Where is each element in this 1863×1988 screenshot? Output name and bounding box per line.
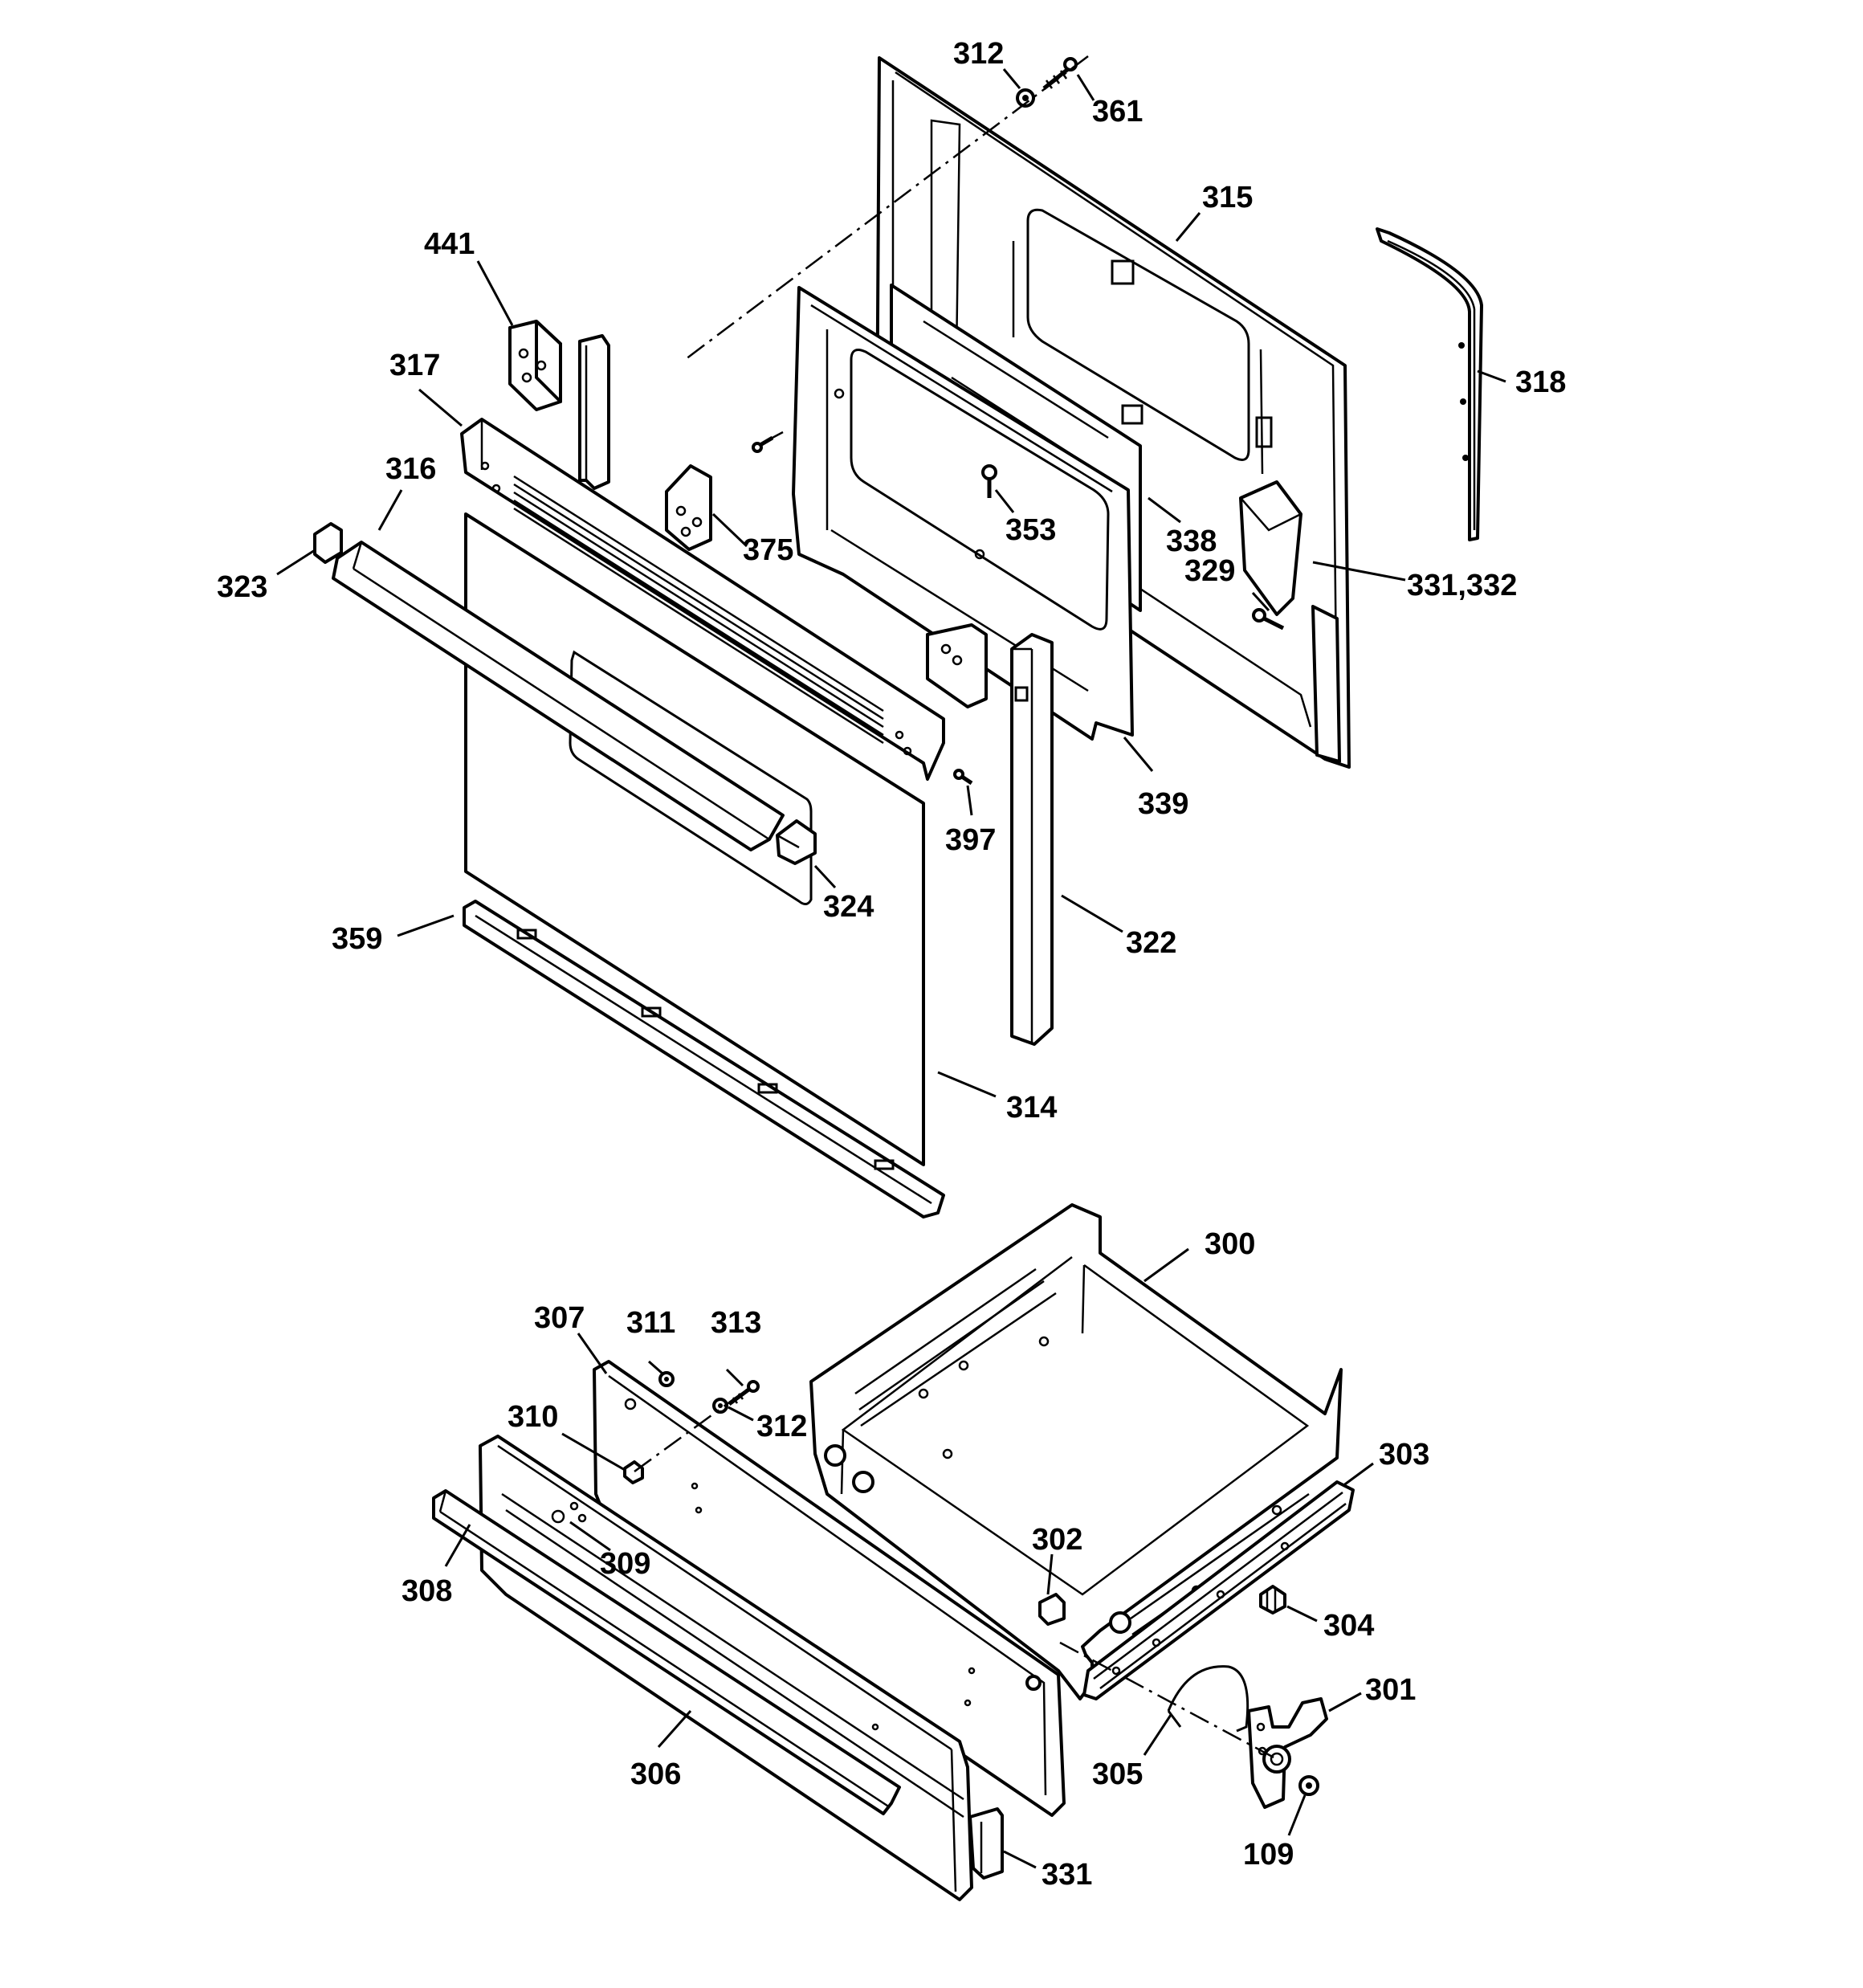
handle-end-cap-324 — [776, 819, 817, 865]
callout-309: 309 — [600, 1547, 651, 1581]
callout-301: 301 — [1365, 1673, 1417, 1707]
assembly-line-pivot — [1059, 1641, 1278, 1761]
bracket-right — [926, 623, 988, 708]
callout-314: 314 — [1006, 1091, 1058, 1125]
callout-339: 339 — [1138, 787, 1189, 821]
drawer-handle-308 — [432, 1489, 901, 1815]
window-frame-339 — [792, 286, 1134, 741]
side-gasket-318 — [1376, 227, 1483, 541]
fastener-310 — [623, 1460, 644, 1484]
callout-324: 324 — [823, 890, 874, 924]
screw-313 — [728, 1380, 760, 1406]
screw-397 — [953, 769, 973, 786]
side-strip — [578, 334, 610, 490]
nut-109 — [1298, 1775, 1319, 1796]
insulation-post-322 — [1010, 633, 1054, 1046]
vent-trim-317 — [460, 418, 945, 781]
callout-315: 315 — [1202, 181, 1254, 214]
callout-397: 397 — [945, 823, 997, 857]
callout-338: 338 — [1166, 525, 1217, 558]
callout-375: 375 — [743, 533, 794, 567]
callout-308: 308 — [402, 1574, 453, 1608]
callout-361: 361 — [1092, 95, 1143, 129]
callout-307: 307 — [534, 1301, 585, 1335]
callout-310: 310 — [508, 1400, 559, 1434]
screw-361 — [1042, 57, 1078, 90]
callout-441: 441 — [424, 227, 475, 261]
door-handle-316 — [332, 541, 785, 851]
hinge-331-332 — [1238, 480, 1406, 616]
callout-312-drawer: 312 — [756, 1410, 808, 1443]
washer-312-top — [1016, 88, 1035, 108]
callout-359: 359 — [332, 922, 383, 956]
callout-312-top: 312 — [953, 37, 1005, 71]
drawer-rail-303 — [1082, 1480, 1355, 1700]
callout-317: 317 — [389, 349, 441, 382]
callout-323: 323 — [217, 570, 268, 604]
screw-353 — [981, 464, 997, 498]
inner-drawer-panel-307 — [593, 1360, 1066, 1817]
hinge-plate-301 — [1247, 1697, 1328, 1809]
callout-109: 109 — [1243, 1838, 1294, 1872]
callout-306: 306 — [630, 1757, 682, 1791]
callout-316: 316 — [385, 452, 437, 486]
outer-door-panel-314 — [464, 512, 925, 1166]
leader-lines — [276, 68, 1506, 1869]
callout-353: 353 — [1005, 513, 1057, 547]
spring-305 — [1167, 1665, 1249, 1733]
callout-304: 304 — [1323, 1609, 1375, 1643]
bracket-441 — [508, 320, 562, 411]
washer-312-drawer — [712, 1398, 728, 1414]
clip-304 — [1259, 1585, 1286, 1614]
drawer-glide-302 — [1038, 1593, 1066, 1626]
drawer-bracket-331 — [968, 1807, 1004, 1880]
callout-300: 300 — [1205, 1227, 1256, 1261]
screw-329 — [1252, 608, 1285, 631]
callout-331: 331 — [1042, 1858, 1093, 1892]
bracket-309 — [569, 1501, 587, 1523]
bottom-trim-359 — [463, 900, 945, 1219]
handle-end-cap-323 — [313, 522, 343, 564]
assembly-line-drawer — [634, 1388, 748, 1473]
callout-329: 329 — [1184, 554, 1236, 588]
nut-311 — [658, 1371, 675, 1387]
callout-313: 313 — [711, 1306, 762, 1340]
callout-303: 303 — [1379, 1438, 1430, 1472]
assembly-line-door-top — [682, 55, 1089, 362]
callout-331-332: 331,332 — [1407, 569, 1518, 602]
callout-311: 311 — [626, 1306, 676, 1340]
callout-302: 302 — [1032, 1523, 1083, 1557]
bracket-375 — [665, 464, 712, 551]
screw-frame — [752, 431, 784, 453]
callout-318: 318 — [1515, 365, 1567, 399]
callout-322: 322 — [1126, 926, 1177, 960]
inner-door-panel-315 — [875, 56, 1351, 769]
callout-305: 305 — [1092, 1757, 1143, 1791]
